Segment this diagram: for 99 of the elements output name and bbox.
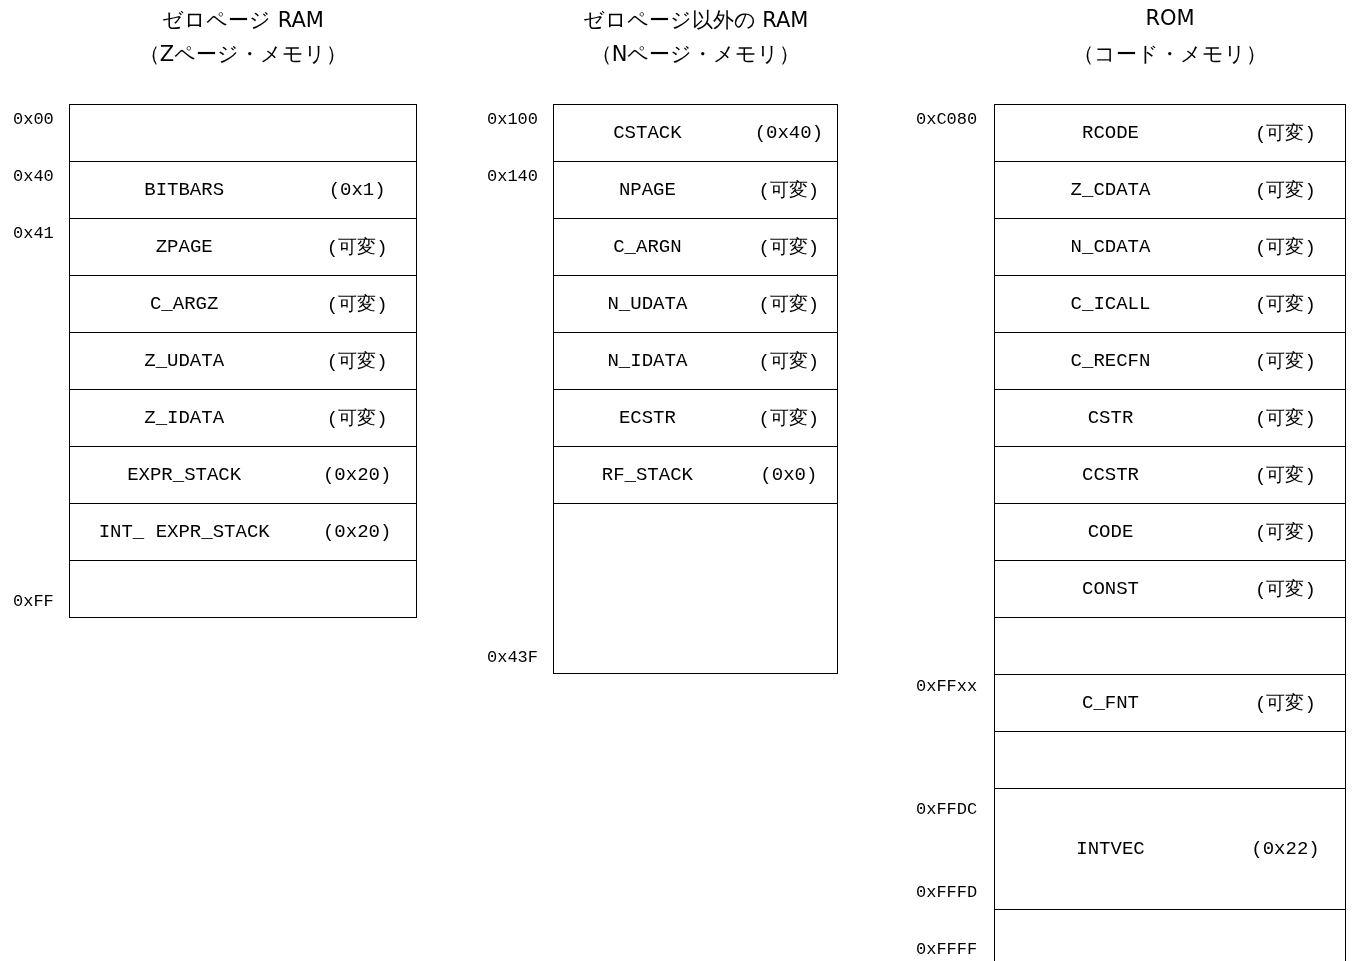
section-size: (可変) (757, 236, 821, 260)
section-size: (可変) (1254, 122, 1317, 146)
address-label: 0x40 (13, 167, 54, 186)
memory-segment (994, 675, 1346, 732)
memory-segment (994, 504, 1346, 561)
column-subheading: （コード・メモリ） (1072, 41, 1268, 68)
memory-segment (553, 104, 838, 162)
section-size: (可変) (757, 293, 821, 317)
section-size: (0x40) (753, 122, 825, 144)
section-size: (可変) (1254, 578, 1317, 602)
address-label: 0x00 (13, 110, 54, 129)
address-label: 0x140 (487, 167, 538, 186)
section-name: Z_IDATA (143, 407, 226, 429)
address-label: 0x100 (487, 110, 538, 129)
section-size: (可変) (1254, 521, 1317, 545)
section-size: (0x22) (1250, 838, 1321, 860)
section-size: (可変) (325, 350, 389, 374)
section-name: CODE (1086, 521, 1135, 543)
section-size: (可変) (325, 293, 389, 317)
memory-segment (69, 447, 417, 504)
address-label: 0xC080 (916, 110, 978, 129)
memory-segment (994, 219, 1346, 276)
address-label: 0x41 (13, 224, 54, 243)
memory-segment (553, 390, 838, 447)
empty-memory-segment (69, 104, 417, 162)
section-size: (可変) (1254, 407, 1317, 431)
address-label: 0xFFFF (916, 940, 978, 959)
section-size: (0x1) (327, 179, 387, 201)
section-name: Z_UDATA (143, 350, 226, 372)
memory-segment (553, 162, 838, 219)
memory-segment (69, 162, 417, 219)
column-heading: ゼロページ以外の RAM (581, 7, 810, 34)
memory-segment (994, 789, 1346, 910)
memory-segment (994, 104, 1346, 162)
section-size: (可変) (757, 350, 821, 374)
memory-segment (69, 276, 417, 333)
memory-segment (69, 333, 417, 390)
memory-segment (553, 333, 838, 390)
section-name: Z_CDATA (1069, 179, 1152, 201)
section-name: CSTACK (612, 122, 683, 144)
column-subheading: （Nページ・メモリ） (589, 41, 802, 68)
section-name: INTVEC (1075, 838, 1146, 860)
section-name: C_ICALL (1069, 293, 1152, 315)
empty-memory-segment (994, 618, 1346, 675)
memory-segment (69, 504, 417, 561)
section-name: RF_STACK (600, 464, 694, 486)
section-size: (可変) (1254, 350, 1317, 374)
memory-segment (994, 162, 1346, 219)
section-size: (0x0) (759, 464, 819, 486)
section-name: N_CDATA (1069, 236, 1152, 258)
empty-memory-segment (994, 732, 1346, 789)
memory-segment (69, 219, 417, 276)
memory-segment (994, 561, 1346, 618)
section-size: (可変) (1254, 293, 1317, 317)
memory-segment (994, 447, 1346, 504)
section-size: (可変) (1254, 692, 1317, 716)
memory-segment (553, 219, 838, 276)
section-size: (可変) (1254, 179, 1317, 203)
section-name: INT_ EXPR_STACK (97, 521, 271, 543)
section-name: C_RECFN (1069, 350, 1152, 372)
memory-segment (994, 333, 1346, 390)
section-name: CCSTR (1081, 464, 1140, 486)
section-name: C_ARGZ (148, 293, 220, 315)
address-label: 0xFFxx (916, 677, 978, 696)
column-subheading: （Zページ・メモリ） (137, 41, 349, 68)
section-size: (可変) (325, 236, 389, 260)
section-name: EXPR_STACK (126, 464, 243, 486)
memory-segment (994, 276, 1346, 333)
address-label: 0xFF (13, 592, 54, 611)
section-name: CONST (1081, 578, 1140, 600)
section-name: N_IDATA (606, 350, 689, 372)
section-name: CSTR (1086, 407, 1135, 429)
section-size: (0x20) (321, 464, 393, 486)
column-heading: ゼロページ RAM (161, 7, 325, 34)
section-size: (可変) (757, 407, 821, 431)
section-name: ZPAGE (154, 236, 214, 258)
section-name: BITBARS (143, 179, 226, 201)
column-heading: ROM (1144, 6, 1196, 30)
section-size: (可変) (325, 407, 389, 431)
section-name: C_ARGN (612, 236, 683, 258)
empty-memory-segment (553, 504, 838, 674)
section-name: C_FNT (1081, 692, 1140, 714)
section-name: NPAGE (617, 179, 677, 201)
memory-segment (994, 390, 1346, 447)
empty-memory-segment (994, 910, 1346, 961)
memory-segment (553, 447, 838, 504)
address-label: 0xFFDC (916, 800, 978, 819)
address-label: 0xFFFD (916, 883, 978, 902)
section-name: RCODE (1081, 122, 1140, 144)
address-label: 0x43F (487, 648, 538, 667)
section-name: ECSTR (617, 407, 677, 429)
empty-memory-segment (69, 561, 417, 618)
section-size: (可変) (757, 179, 821, 203)
section-name: N_UDATA (606, 293, 689, 315)
section-size: (可変) (1254, 236, 1317, 260)
memory-segment (69, 390, 417, 447)
memory-segment (553, 276, 838, 333)
section-size: (可変) (1254, 464, 1317, 488)
section-size: (0x20) (321, 521, 393, 543)
